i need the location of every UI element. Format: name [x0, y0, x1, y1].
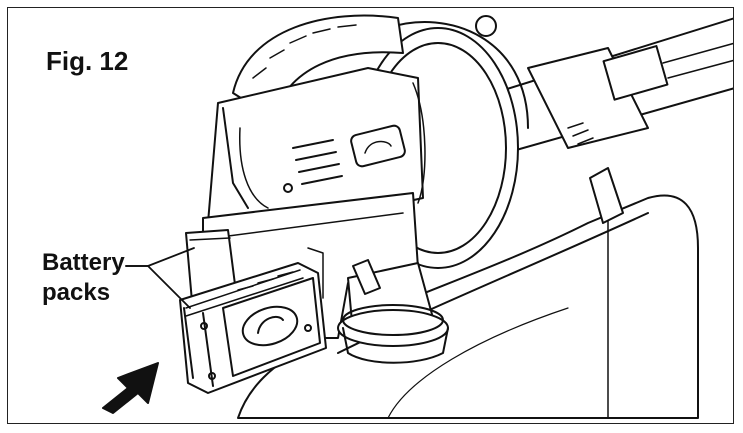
tank-cap — [337, 259, 449, 364]
battery-pack-front — [179, 262, 327, 394]
motor-body — [207, 67, 426, 239]
battery-packs-callout: Battery packs — [42, 248, 125, 308]
callout-leaders — [125, 247, 195, 309]
callout-line-2: packs — [42, 279, 111, 306]
sprayer-drawing — [102, 14, 733, 419]
insert-arrow-icon — [102, 362, 159, 414]
figure-frame: Fig. 12 Battery packs — [7, 7, 734, 424]
callout-line-1: Battery — [42, 249, 125, 276]
figure-label: Fig. 12 — [46, 46, 129, 76]
